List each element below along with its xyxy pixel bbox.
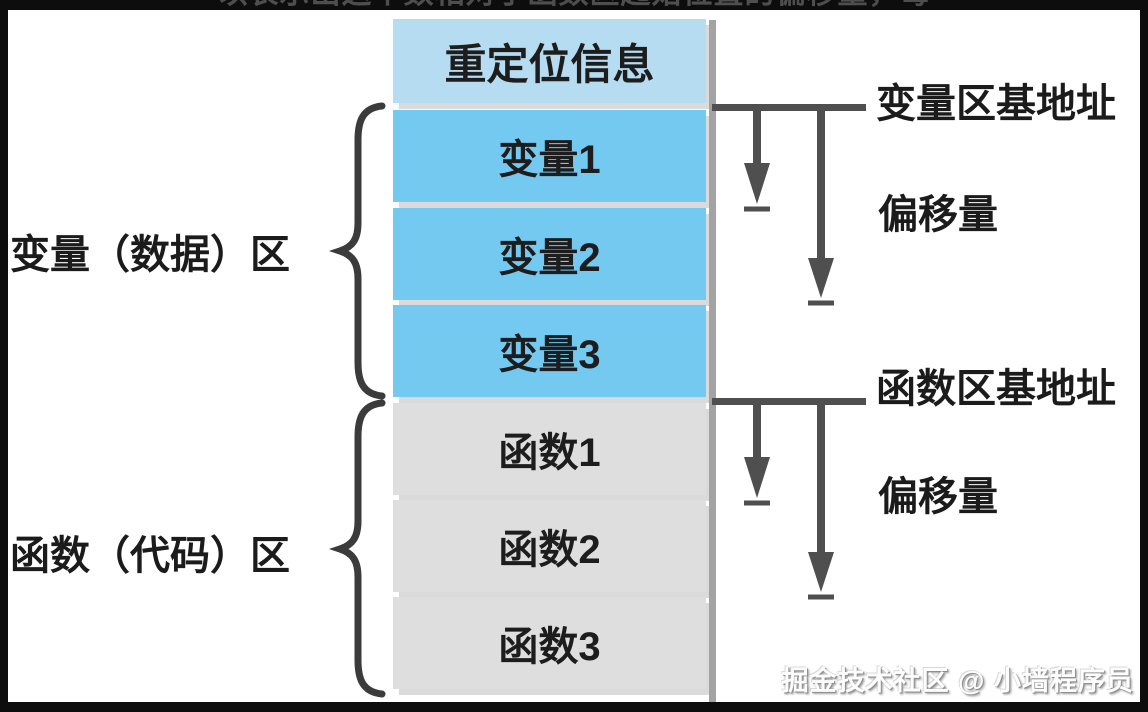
clipped-text-line: 以表示出这个数相对于函数区起始位置的偏移量，每 — [218, 0, 931, 9]
function-box-3: 函数3 — [393, 597, 706, 689]
variable-box-2: 变量2 — [393, 208, 706, 300]
variable-offset-arrowhead-short-icon — [744, 163, 770, 204]
relocation-info-box: 重定位信息 — [393, 19, 706, 103]
top-crop-bar: 以表示出这个数相对于函数区起始位置的偏移量，每 — [0, 0, 1148, 10]
right-frame-edge — [1140, 0, 1148, 712]
bottom-frame-edge — [0, 702, 1148, 712]
variable-base-address-label: 变量区基地址 — [876, 82, 1116, 126]
left-frame-edge — [0, 0, 8, 712]
variable-offset-arrowhead-long-icon — [808, 258, 834, 298]
function-offset-label: 偏移量 — [878, 475, 998, 519]
variable-region-label: 变量（数据）区 — [10, 233, 290, 277]
function-offset-arrowhead-long-icon — [808, 552, 834, 592]
function-region-label: 函数（代码）区 — [10, 534, 290, 578]
watermark: 掘金技术社区 @ 小墙程序员 — [781, 666, 1134, 696]
brace-function-region-icon — [328, 399, 386, 698]
variable-box-1: 变量1 — [393, 110, 706, 202]
variable-offset-label: 偏移量 — [878, 193, 998, 237]
memory-guide-line — [709, 20, 716, 702]
function-box-1: 函数1 — [393, 403, 706, 495]
function-offset-arrowhead-short-icon — [744, 457, 770, 498]
function-base-address-label: 函数区基地址 — [876, 367, 1116, 411]
brace-variable-region-icon — [328, 102, 386, 400]
variable-box-3: 变量3 — [393, 305, 706, 397]
function-box-2: 函数2 — [393, 500, 706, 592]
